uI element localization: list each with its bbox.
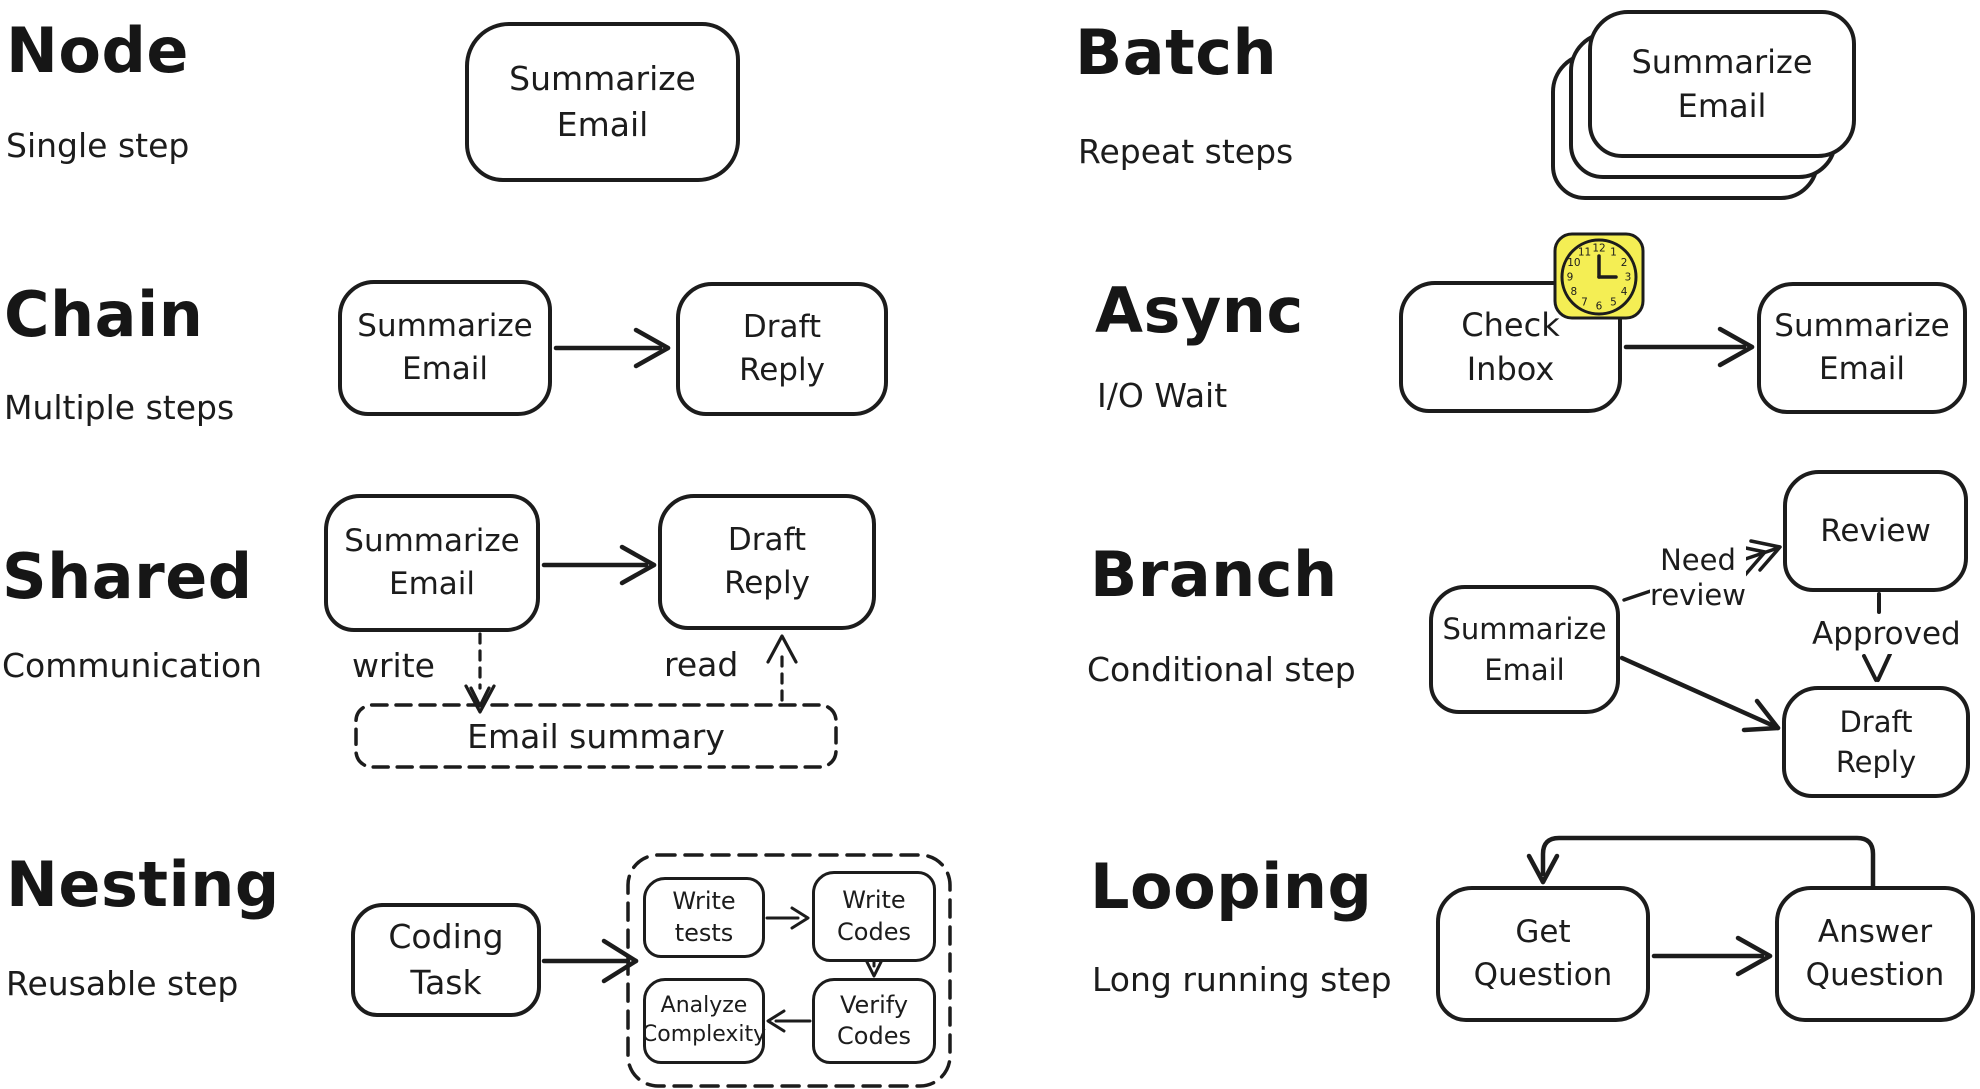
clock-number: 1: [1610, 246, 1617, 258]
nesting-section-subtitle: Reusable step: [6, 964, 239, 1003]
shared-store-box: [354, 703, 838, 769]
clock-number: 3: [1625, 272, 1632, 284]
chain-box-draft-reply: Draft Reply: [676, 282, 888, 416]
nesting-container-box: [626, 853, 952, 1088]
async-section-title: Async: [1095, 274, 1304, 347]
clock-number: 11: [1578, 246, 1591, 258]
nesting-inner-arrow-verify-to-analyze: [766, 1009, 812, 1033]
clock-number: 12: [1592, 243, 1605, 255]
shared-write-arrow: [464, 632, 496, 714]
chain-box-summarize-email: Summarize Email: [338, 280, 552, 416]
nesting-box-write-codes: Write Codes: [812, 871, 936, 962]
nesting-inner-arrow-codes-to-verify: [864, 958, 884, 978]
looping-arrow: [1651, 935, 1773, 977]
shared-box-summarize-email: Summarize Email: [324, 494, 540, 632]
async-box-summarize-email: Summarize Email: [1757, 282, 1967, 414]
node-section-title: Node: [6, 14, 189, 87]
shared-store-label: Email summary: [467, 716, 725, 756]
batch-box-summarize-email: Summarize Email: [1588, 10, 1856, 158]
branch-need-review-label: Need review: [1650, 543, 1746, 614]
nesting-box-verify-codes: Verify Codes: [812, 978, 936, 1064]
looping-loopback-arrow: [1526, 835, 1876, 889]
chain-section-subtitle: Multiple steps: [4, 388, 235, 427]
clock-number: 4: [1621, 286, 1628, 298]
shared-box-draft-reply: Draft Reply: [658, 494, 876, 630]
nesting-box-analyze-complexity: Analyze Complexity: [642, 978, 766, 1064]
clock-number: 10: [1567, 257, 1580, 269]
nesting-arrow: [541, 938, 639, 984]
looping-box-answer-question: Answer Question: [1775, 886, 1975, 1022]
nesting-section-title: Nesting: [6, 848, 280, 921]
clock-number: 2: [1621, 257, 1628, 269]
batch-section-title: Batch: [1075, 16, 1278, 89]
clock-number: 6: [1596, 301, 1603, 313]
clock-number: 8: [1571, 286, 1578, 298]
shared-read-label: read: [664, 645, 739, 684]
looping-box-get-question: Get Question: [1436, 886, 1650, 1022]
node-section-subtitle: Single step: [6, 126, 190, 165]
branch-approved-label: Approved: [1812, 616, 1961, 654]
async-section-subtitle: I/O Wait: [1097, 376, 1228, 415]
branch-section-title: Branch: [1090, 538, 1338, 611]
clock-number: 5: [1610, 297, 1617, 309]
chain-section-title: Chain: [4, 278, 204, 351]
clock-hands: [1597, 254, 1618, 279]
batch-section-subtitle: Repeat steps: [1078, 132, 1294, 171]
nesting-inner-arrow-tests-to-codes: [765, 906, 810, 930]
branch-section-subtitle: Conditional step: [1087, 650, 1356, 689]
nesting-box-write-tests: Write tests: [643, 877, 765, 958]
clock-number: 7: [1581, 297, 1588, 309]
shared-section-title: Shared: [2, 540, 253, 613]
async-arrow: [1623, 326, 1755, 368]
branch-box-draft-reply: Draft Reply: [1782, 686, 1970, 798]
branch-approved-arrow: [1862, 592, 1892, 682]
branch-box-summarize-email: Summarize Email: [1429, 585, 1620, 714]
shared-section-subtitle: Communication: [2, 646, 263, 685]
chain-arrow: [553, 327, 671, 369]
branch-box-review: Review: [1783, 470, 1968, 592]
shared-write-label: write: [352, 646, 435, 685]
clock-dial: [1560, 238, 1638, 316]
looping-section-title: Looping: [1090, 850, 1373, 923]
looping-section-subtitle: Long running step: [1092, 960, 1392, 999]
clock-number: 9: [1567, 272, 1574, 284]
branch-diagonal-arrow: [1619, 655, 1781, 733]
nesting-box-coding-task: Coding Task: [351, 903, 541, 1017]
node-box-summarize-email: Summarize Email: [465, 22, 740, 182]
shared-read-arrow: [766, 634, 798, 702]
shared-arrow: [541, 544, 657, 586]
